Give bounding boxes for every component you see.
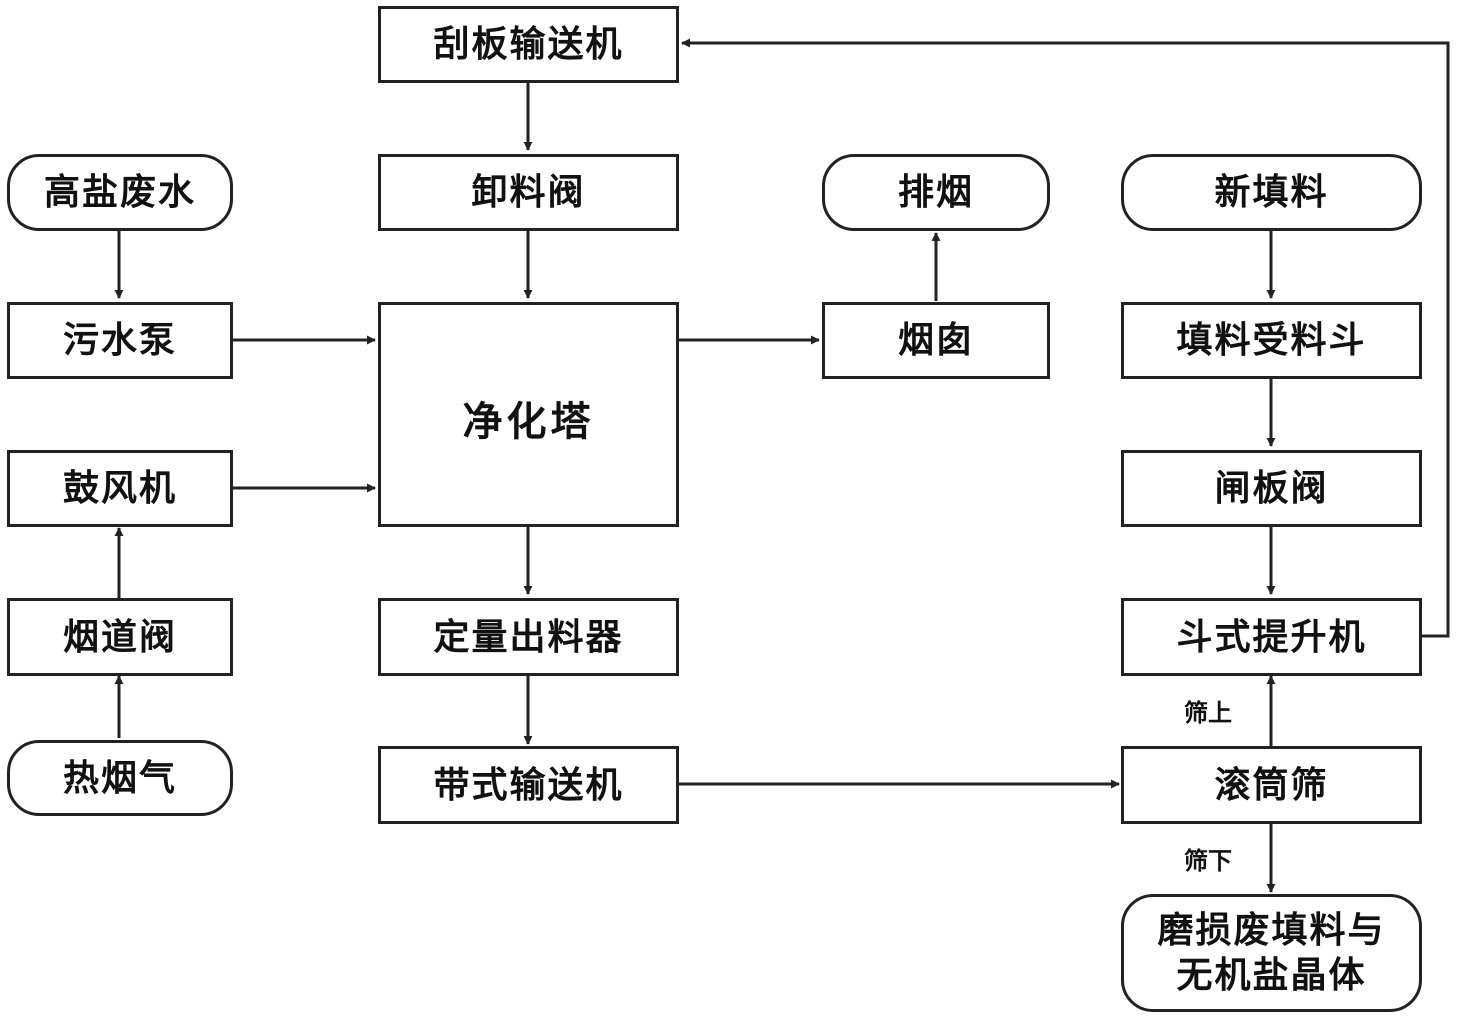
bucket-elevator-box: 斗式提升机 <box>1121 598 1422 676</box>
high-salt-wastewater-terminal: 高盐废水 <box>7 154 233 231</box>
filler-hopper-box: 填料受料斗 <box>1121 302 1422 379</box>
scraper-conveyor-box: 刮板输送机 <box>378 6 679 83</box>
metered-discharger-box: 定量出料器 <box>378 598 679 676</box>
purification-tower-box: 净化塔 <box>378 302 679 527</box>
chimney-box: 烟囱 <box>822 302 1050 379</box>
discharge-valve-box: 卸料阀 <box>378 154 679 231</box>
waste-output-line-1: 磨损废填料与 <box>1157 910 1386 951</box>
edge-elevator-to-scraper <box>681 38 1450 638</box>
new-filler-terminal: 新填料 <box>1121 154 1422 231</box>
blower-box: 鼓风机 <box>7 450 233 527</box>
oversize-label: 筛上 <box>1184 699 1232 727</box>
flue-valve-box: 烟道阀 <box>7 598 233 676</box>
sewage-pump-box: 污水泵 <box>7 302 233 379</box>
hot-flue-gas-terminal: 热烟气 <box>7 740 233 816</box>
undersize-label: 筛下 <box>1184 847 1232 875</box>
exhaust-terminal: 排烟 <box>822 154 1050 231</box>
waste-output-terminal: 磨损废填料与 无机盐晶体 <box>1121 894 1422 1012</box>
drum-screen-box: 滚筒筛 <box>1121 746 1422 824</box>
belt-conveyor-box: 带式输送机 <box>378 746 679 824</box>
gate-valve-box: 闸板阀 <box>1121 450 1422 527</box>
waste-output-line-2: 无机盐晶体 <box>1176 955 1367 996</box>
